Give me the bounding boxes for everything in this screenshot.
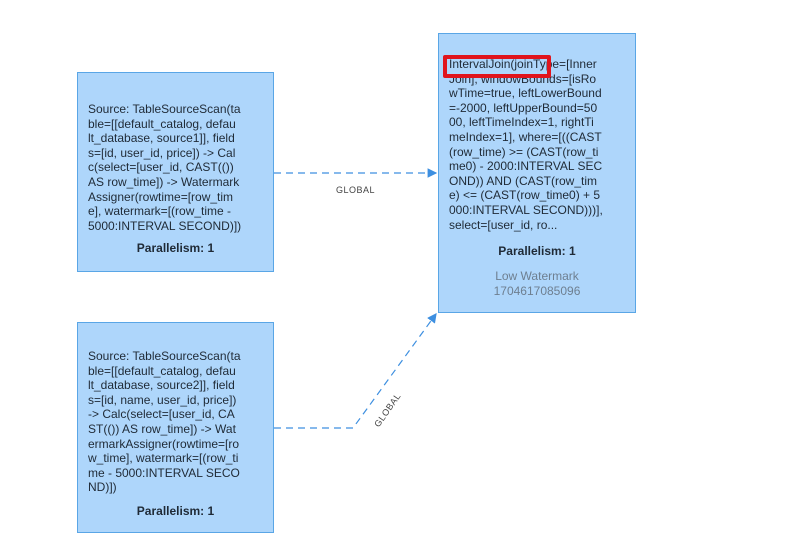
edge-label: GLOBAL [336, 185, 376, 195]
parallelism-label: Parallelism: 1 [136, 241, 215, 255]
parallelism-label: Parallelism: 1 [498, 244, 576, 258]
highlight-box [443, 55, 551, 78]
low-watermark-label: Low Watermark [495, 269, 579, 283]
edge-source2-to-join [274, 313, 437, 429]
parallelism-label: Parallelism: 1 [136, 504, 215, 518]
low-watermark-value: 1704617085096 [493, 284, 581, 298]
